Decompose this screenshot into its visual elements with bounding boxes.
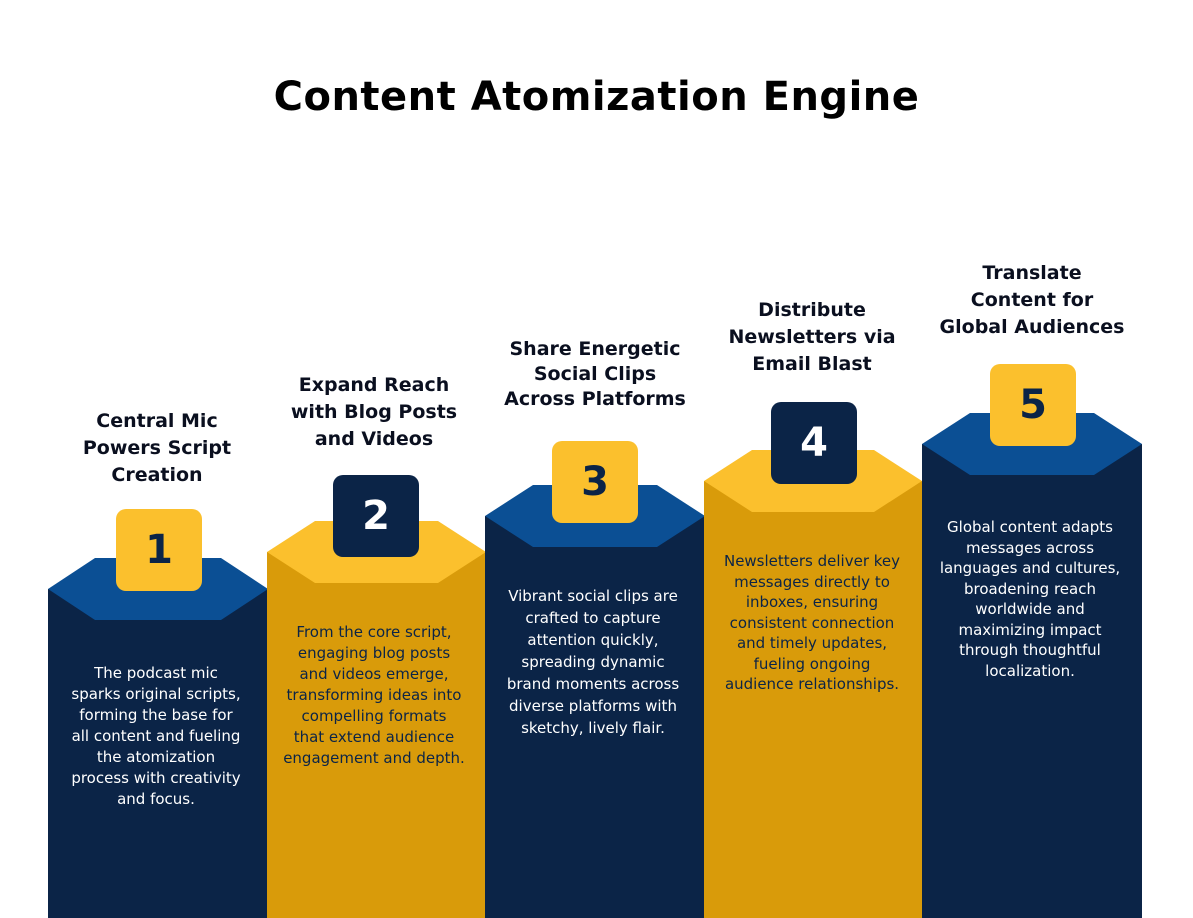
step-2-title: Expand Reach with Blog Posts and Videos	[290, 374, 458, 450]
page-title: Content Atomization Engine	[273, 74, 920, 120]
step-5-number-badge: 5	[990, 364, 1076, 446]
step-1-description: The podcast mic sparks original scripts,…	[71, 664, 241, 808]
step-4-number-badge: 4	[771, 402, 857, 484]
step-2-column-body	[267, 552, 486, 918]
step-4-title: Distribute Newsletters via Email Blast	[728, 299, 896, 375]
step-4-description: Newsletters deliver key messages directl…	[723, 552, 901, 693]
step-5-column-body	[922, 444, 1142, 918]
step-3-title: Share Energetic Social Clips Across Plat…	[504, 338, 686, 410]
step-2-description: From the core script, engaging blog post…	[283, 623, 465, 767]
step-3-column-body	[485, 516, 705, 918]
step-1-column-body	[48, 589, 268, 918]
step-1-title: Central Mic Powers Script Creation	[82, 410, 232, 486]
step-5-description: Global content adapts messages across la…	[939, 518, 1121, 680]
step-1-number-badge: 1	[116, 509, 202, 591]
step-5-title: Translate Content for Global Audiences	[939, 262, 1125, 338]
step-3-number-badge: 3	[552, 441, 638, 523]
step-2-number-badge: 2	[333, 475, 419, 557]
step-4-column-body	[704, 481, 922, 918]
step-3-description: Vibrant social clips are crafted to capt…	[506, 587, 680, 737]
